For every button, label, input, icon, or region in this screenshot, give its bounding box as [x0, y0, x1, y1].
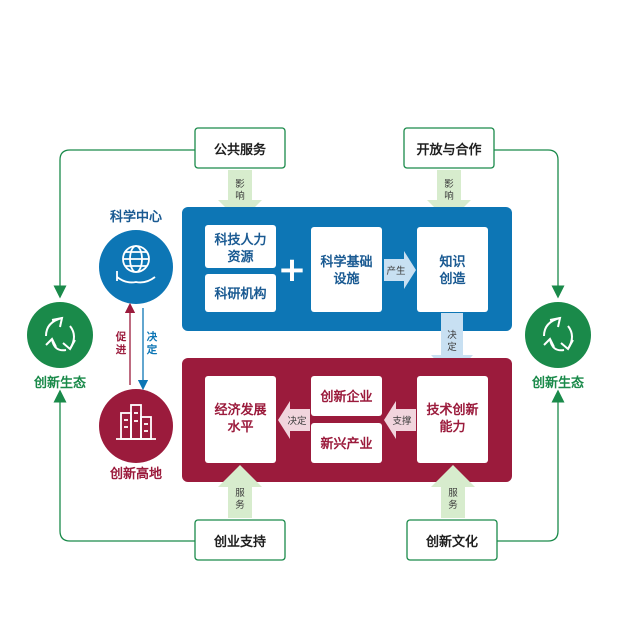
- ecosystem-right-label: 创新生态: [531, 375, 584, 391]
- plus-sign: +: [278, 250, 307, 290]
- outer-connectors: [53, 149, 565, 542]
- serve-arrow-right: 服 务: [431, 465, 475, 518]
- culture-label: 创新文化: [425, 534, 478, 550]
- knowledge-label-2: 创造: [438, 271, 466, 287]
- economy-label-2: 水平: [227, 419, 253, 435]
- serve-right-char-1: 服: [448, 488, 458, 499]
- serve-right-char-2: 务: [448, 499, 458, 511]
- institutions-box: [205, 274, 276, 312]
- serve-left-char-1: 服: [235, 488, 245, 499]
- promote-char-2: 进: [116, 343, 127, 356]
- produce-label: 产生: [386, 265, 406, 277]
- decide-v-char-2: 定: [146, 343, 158, 356]
- highland-circle: [99, 389, 173, 463]
- connector-bottom-left: [53, 389, 195, 542]
- ecosystem-node-left: 创新生态: [27, 302, 93, 391]
- ecosystem-node-right: 创新生态: [525, 302, 591, 391]
- promote-char-1: 促: [115, 330, 127, 343]
- public-service-box: 公共服务: [194, 127, 286, 169]
- capability-panel: 经济发展 水平 决定 创新企业 新兴产业 支撑 技术创新 能力: [182, 358, 512, 482]
- infrastructure-box: [311, 227, 382, 312]
- capability-label-1: 技术创新: [426, 402, 478, 418]
- influence-right-char-2: 响: [444, 190, 454, 202]
- entrepreneurship-label: 创业支持: [213, 534, 266, 550]
- influence-left-char-2: 响: [235, 190, 245, 202]
- knowledge-label-1: 知识: [439, 254, 465, 270]
- talent-label-2: 资源: [227, 249, 253, 265]
- connector-bottom-right: [483, 389, 565, 542]
- globe-hand-icon: [116, 245, 156, 284]
- enterprise-label: 创新企业: [319, 389, 372, 405]
- talent-box: [205, 225, 276, 268]
- industry-box: [311, 423, 382, 463]
- open-cooperation-box: 开放与合作: [403, 127, 495, 169]
- science-center-label: 科学中心: [110, 209, 162, 225]
- science-center-circle: [99, 230, 173, 304]
- promote-decide-arrows: 促 进 决 定: [115, 302, 158, 391]
- recycle-icon: [543, 316, 574, 352]
- support-label: 支撑: [392, 415, 412, 427]
- culture-box: 创新文化: [406, 519, 498, 561]
- produce-arrow: [384, 251, 416, 289]
- influence-left-char-1: 影: [235, 179, 245, 190]
- public-service-label: 公共服务: [214, 142, 267, 158]
- decide-middle-char-2: 定: [447, 341, 457, 353]
- infrastructure-label-1: 科学基础: [320, 254, 372, 270]
- serve-arrow-left: 服 务: [218, 465, 262, 518]
- knowledge-box: [417, 227, 488, 312]
- support-arrow: [384, 401, 416, 439]
- connector-top-right: [483, 149, 565, 299]
- entrepreneurship-box: 创业支持: [194, 519, 286, 561]
- decide-middle-char-1: 决: [447, 329, 457, 341]
- influence-right-char-1: 影: [444, 179, 454, 190]
- serve-left-char-2: 务: [235, 499, 245, 511]
- economy-box: [205, 376, 276, 463]
- capability-label-2: 能力: [439, 419, 465, 435]
- highland-label: 创新高地: [109, 466, 162, 482]
- buildings-icon: [116, 404, 156, 440]
- industry-label: 新兴产业: [320, 436, 372, 452]
- enterprise-box: [311, 376, 382, 416]
- economy-label-1: 经济发展: [214, 402, 267, 418]
- connector-top-left: [53, 149, 195, 299]
- ecosystem-left-label: 创新生态: [33, 375, 86, 391]
- recycle-icon: [45, 316, 76, 352]
- science-center-node: 科学中心: [99, 209, 173, 304]
- knowledge-panel: 科技人力 资源 科研机构 + 科学基础 设施 产生 知识 创造: [182, 207, 512, 331]
- open-cooperation-label: 开放与合作: [416, 142, 481, 158]
- talent-label-1: 科技人力: [214, 232, 266, 248]
- institutions-label: 科研机构: [214, 286, 266, 302]
- decide-left-label: 决定: [287, 415, 307, 427]
- decide-v-char-1: 决: [147, 330, 158, 343]
- capability-box: [417, 376, 488, 463]
- infrastructure-label-2: 设施: [333, 271, 359, 287]
- innovation-highland-node: 创新高地: [99, 389, 173, 482]
- decide-arrow-left: [278, 401, 310, 439]
